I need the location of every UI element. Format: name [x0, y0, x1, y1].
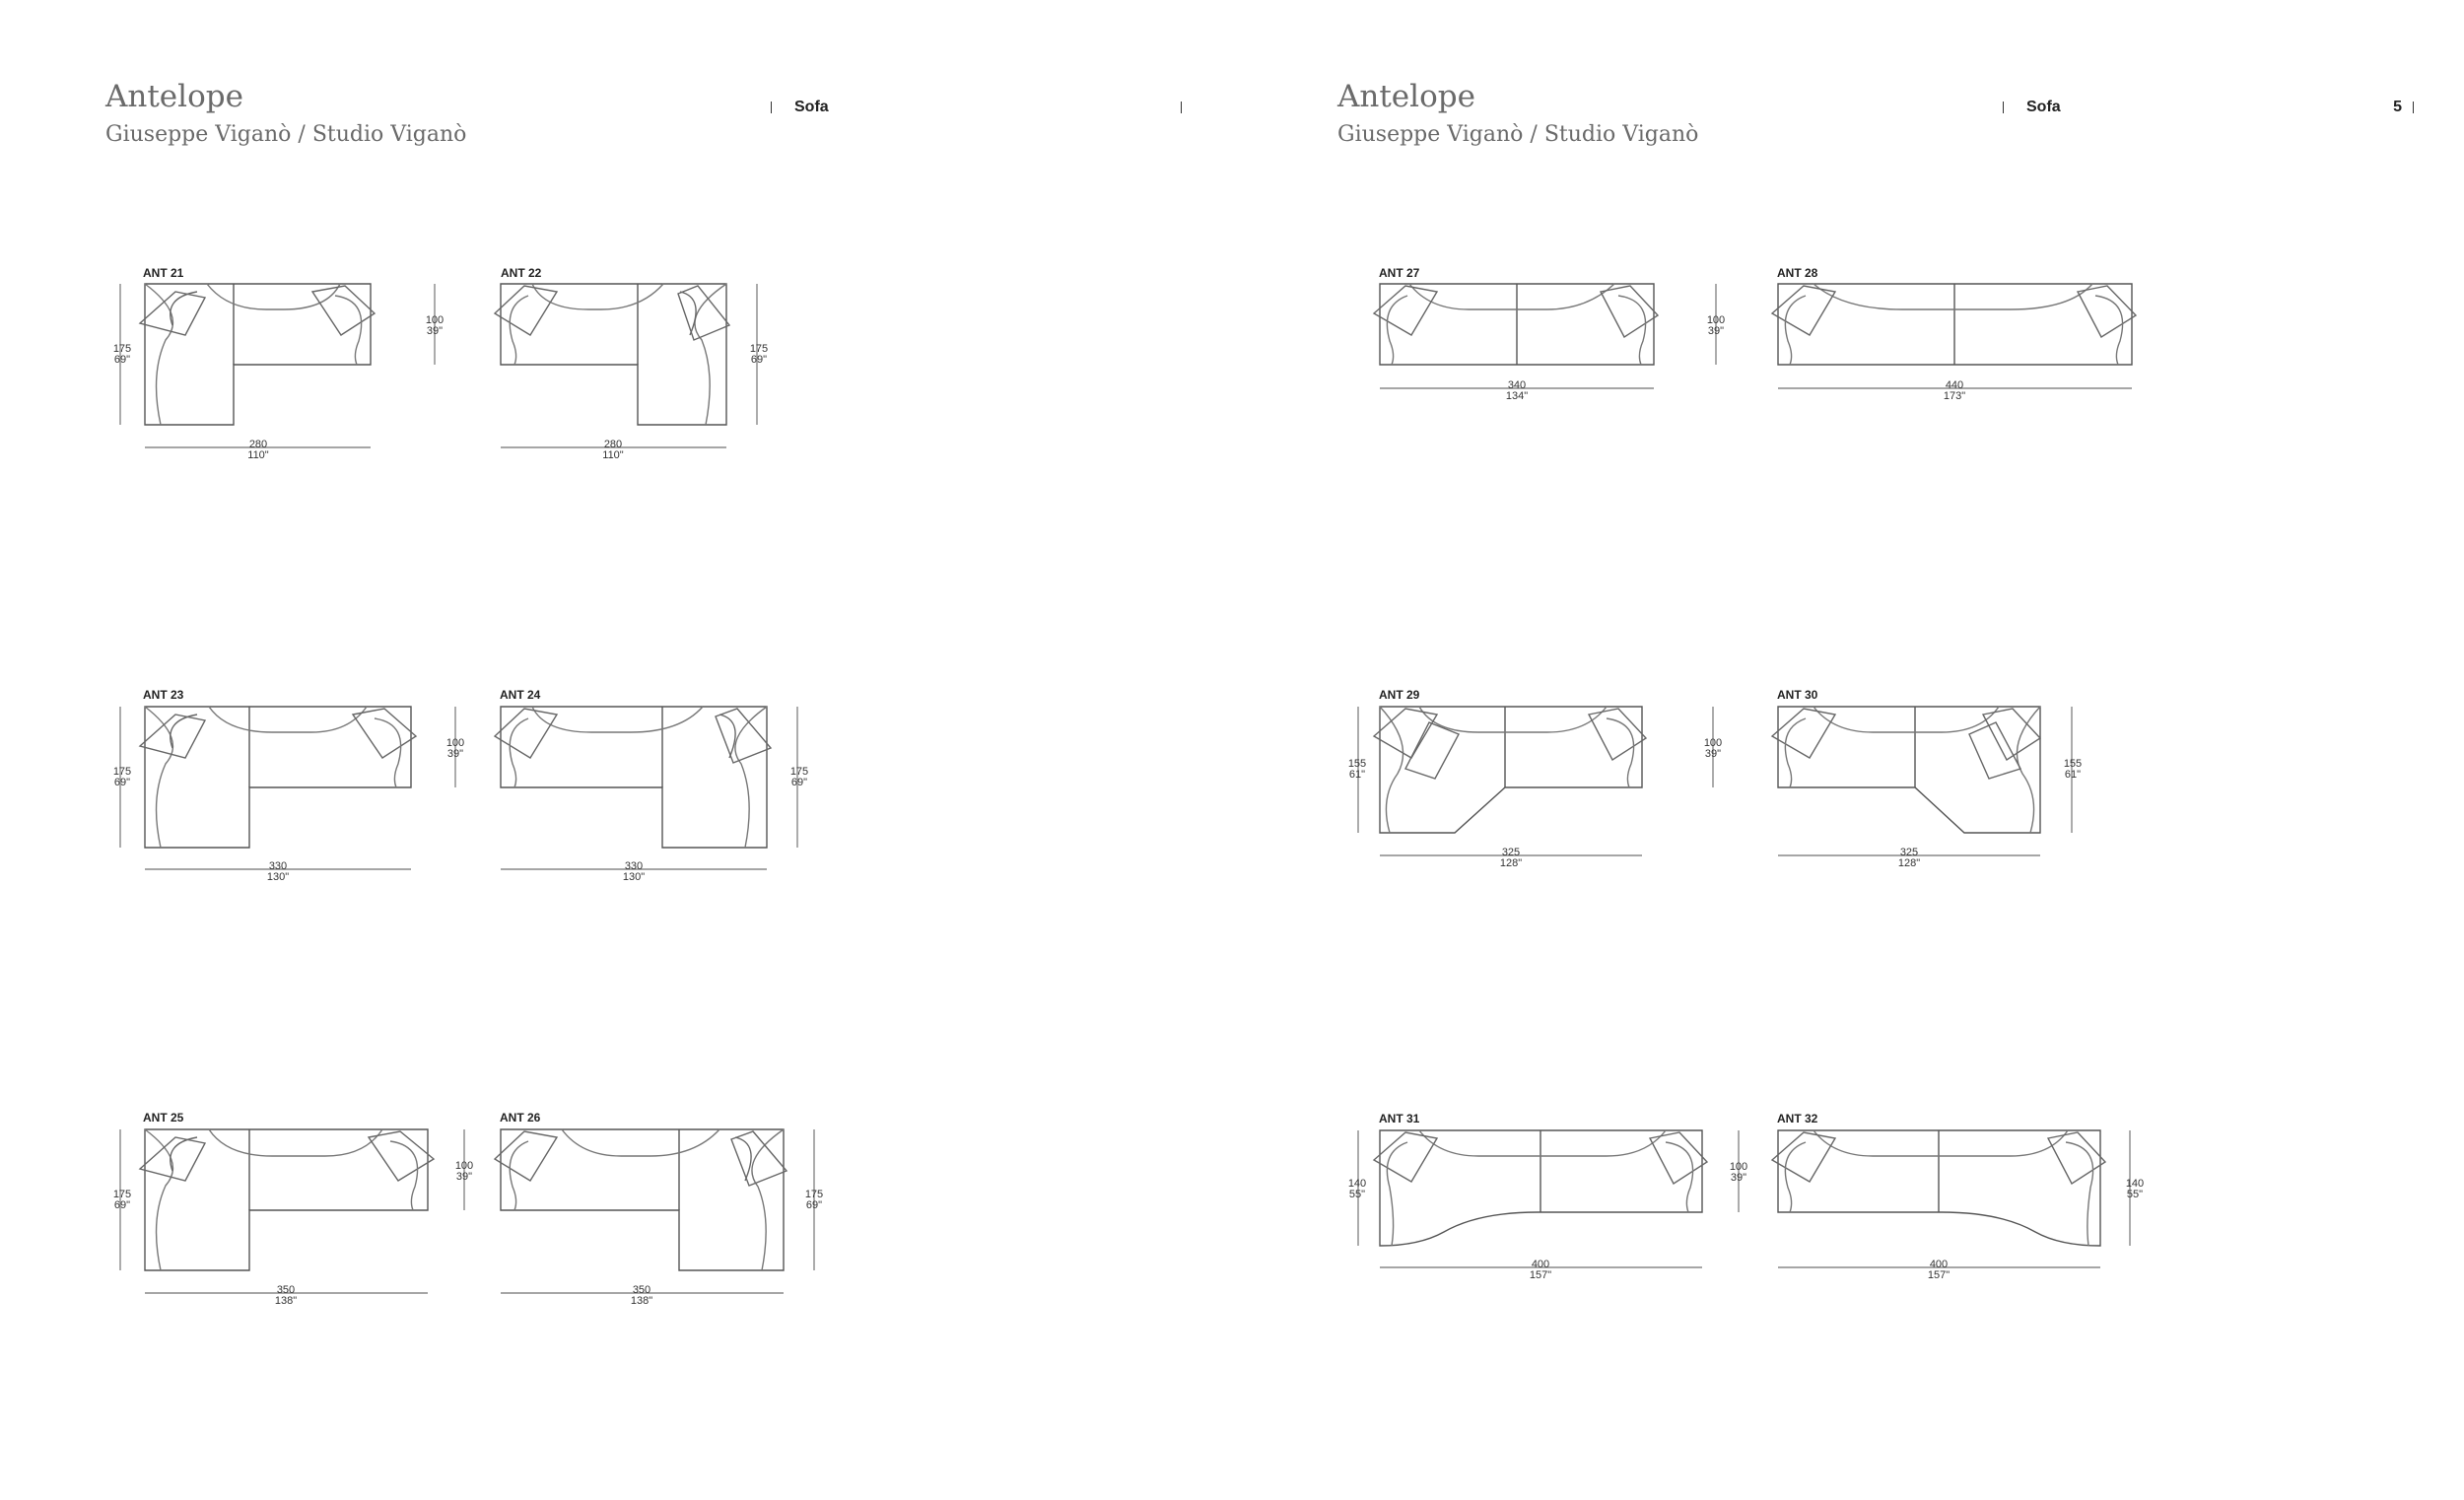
- dimension-label: 138": [631, 1295, 652, 1307]
- model-code: ANT 23: [143, 688, 184, 702]
- dimension-label: 155: [2064, 758, 2082, 770]
- dimension-label: 280: [249, 439, 267, 450]
- dimension-label: 325: [1900, 847, 1918, 858]
- sofa-ant-27: ANT 27 100 39" 340 134": [1372, 266, 1725, 402]
- model-code: ANT 30: [1777, 688, 1818, 702]
- header-divider: [1181, 102, 1182, 113]
- model-code: ANT 32: [1777, 1112, 1818, 1125]
- dimension-label: 175: [790, 766, 808, 778]
- dimension-label: 400: [1930, 1259, 1948, 1270]
- dimension-label: 61": [2065, 769, 2081, 781]
- model-code: ANT 31: [1379, 1112, 1420, 1125]
- dimension-label: 330: [269, 860, 287, 872]
- dimension-label: 280: [604, 439, 622, 450]
- model-code: ANT 22: [501, 266, 542, 280]
- dimension-label: 128": [1500, 857, 1522, 869]
- dimension-label: 440: [1946, 379, 1963, 391]
- sofa-ant-26: ANT 26 175 69" 350 138": [493, 1111, 823, 1307]
- designer-subtitle: Giuseppe Viganò / Studio Viganò: [105, 122, 467, 147]
- dimension-label: 39": [447, 748, 463, 760]
- sofa-ant-28: ANT 28 440 173": [1770, 266, 2138, 402]
- dimension-label: 130": [267, 871, 289, 883]
- header-divider: [2003, 102, 2004, 113]
- dimension-label: 39": [427, 325, 443, 337]
- catalog-page-right: Antelope Giuseppe Viganò / Studio Viganò…: [1232, 0, 2464, 1500]
- sofa-ant-23: ANT 23 175 69" 100 39" 330 130": [113, 688, 464, 883]
- dimension-label: 69": [806, 1199, 822, 1211]
- dimension-label: 138": [275, 1295, 297, 1307]
- dimension-label: 39": [1731, 1172, 1746, 1184]
- dimension-label: 69": [114, 354, 130, 366]
- dimension-label: 69": [791, 777, 807, 788]
- dimension-label: 100: [1730, 1161, 1747, 1173]
- dimension-label: 157": [1928, 1269, 1950, 1281]
- sofa-ant-25: ANT 25 175 69" 100 39" 350 138": [113, 1111, 473, 1307]
- sofa-ant-30: ANT 30 155 61" 325 128": [1770, 688, 2082, 869]
- page-title: Antelope: [105, 79, 243, 114]
- model-code: ANT 21: [143, 266, 184, 280]
- sofa-ant-24: ANT 24 175 69" 330 130": [493, 688, 808, 883]
- catalog-page-left: Antelope Giuseppe Viganò / Studio Viganò…: [105, 79, 1182, 1307]
- sofa-drawings-left: ANT 21 175 69" 100 39" 280 110" ANT 22: [113, 266, 823, 1307]
- dimension-label: 350: [633, 1284, 650, 1296]
- sofa-ant-31: ANT 31 140 55" 100 39" 400 157": [1348, 1112, 1747, 1281]
- dimension-label: 175: [113, 343, 131, 355]
- dimension-label: 400: [1532, 1259, 1549, 1270]
- dimension-label: 100: [446, 737, 464, 749]
- dimension-label: 330: [625, 860, 643, 872]
- dimension-label: 55": [2127, 1189, 2143, 1200]
- dimension-label: 140: [2126, 1178, 2144, 1190]
- page-title: Antelope: [1337, 79, 1475, 114]
- sofa-ant-32: ANT 32 140 55" 400 157": [1770, 1112, 2144, 1281]
- dimension-label: 69": [751, 354, 767, 366]
- model-code: ANT 25: [143, 1111, 184, 1125]
- dimension-label: 325: [1502, 847, 1520, 858]
- page-number: 5: [2393, 99, 2402, 115]
- dimension-label: 175: [750, 343, 768, 355]
- model-code: ANT 26: [500, 1111, 541, 1125]
- dimension-label: 175: [113, 766, 131, 778]
- section-label: Sofa: [2026, 99, 2061, 115]
- dimension-label: 100: [426, 314, 444, 326]
- dimension-label: 39": [1705, 748, 1721, 760]
- sofa-drawings-right: ANT 27 100 39" 340 134" ANT 28: [1348, 266, 2144, 1281]
- sofa-ant-29: ANT 29 155 61" 100 39" 325 128": [1348, 688, 1722, 869]
- dimension-label: 69": [114, 1199, 130, 1211]
- model-code: ANT 27: [1379, 266, 1420, 280]
- sofa-ant-21: ANT 21 175 69" 100 39" 280 110": [113, 266, 444, 461]
- dimension-label: 39": [1708, 325, 1724, 337]
- dimension-label: 173": [1944, 390, 1965, 402]
- model-code: ANT 24: [500, 688, 541, 702]
- dimension-label: 100: [455, 1160, 473, 1172]
- dimension-label: 340: [1508, 379, 1526, 391]
- dimension-label: 175: [113, 1189, 131, 1200]
- dimension-label: 61": [1349, 769, 1365, 781]
- dimension-label: 350: [277, 1284, 295, 1296]
- designer-subtitle: Giuseppe Viganò / Studio Viganò: [1337, 122, 1699, 147]
- model-code: ANT 29: [1379, 688, 1420, 702]
- dimension-label: 69": [114, 777, 130, 788]
- model-code: ANT 28: [1777, 266, 1818, 280]
- header-divider: [2413, 102, 2414, 113]
- dimension-label: 128": [1898, 857, 1920, 869]
- dimension-label: 110": [247, 449, 269, 461]
- dimension-label: 157": [1530, 1269, 1551, 1281]
- dimension-label: 100: [1704, 737, 1722, 749]
- dimension-label: 140: [1348, 1178, 1366, 1190]
- section-label: Sofa: [794, 99, 829, 115]
- dimension-label: 130": [623, 871, 645, 883]
- dimension-label: 39": [456, 1171, 472, 1183]
- dimension-label: 155: [1348, 758, 1366, 770]
- dimension-label: 134": [1506, 390, 1528, 402]
- dimension-label: 100: [1707, 314, 1725, 326]
- dimension-label: 175: [805, 1189, 823, 1200]
- dimension-label: 110": [602, 449, 624, 461]
- dimension-label: 55": [1349, 1189, 1365, 1200]
- sofa-ant-22: ANT 22 175 69" 280 110": [493, 266, 768, 461]
- header-divider: [771, 102, 772, 113]
